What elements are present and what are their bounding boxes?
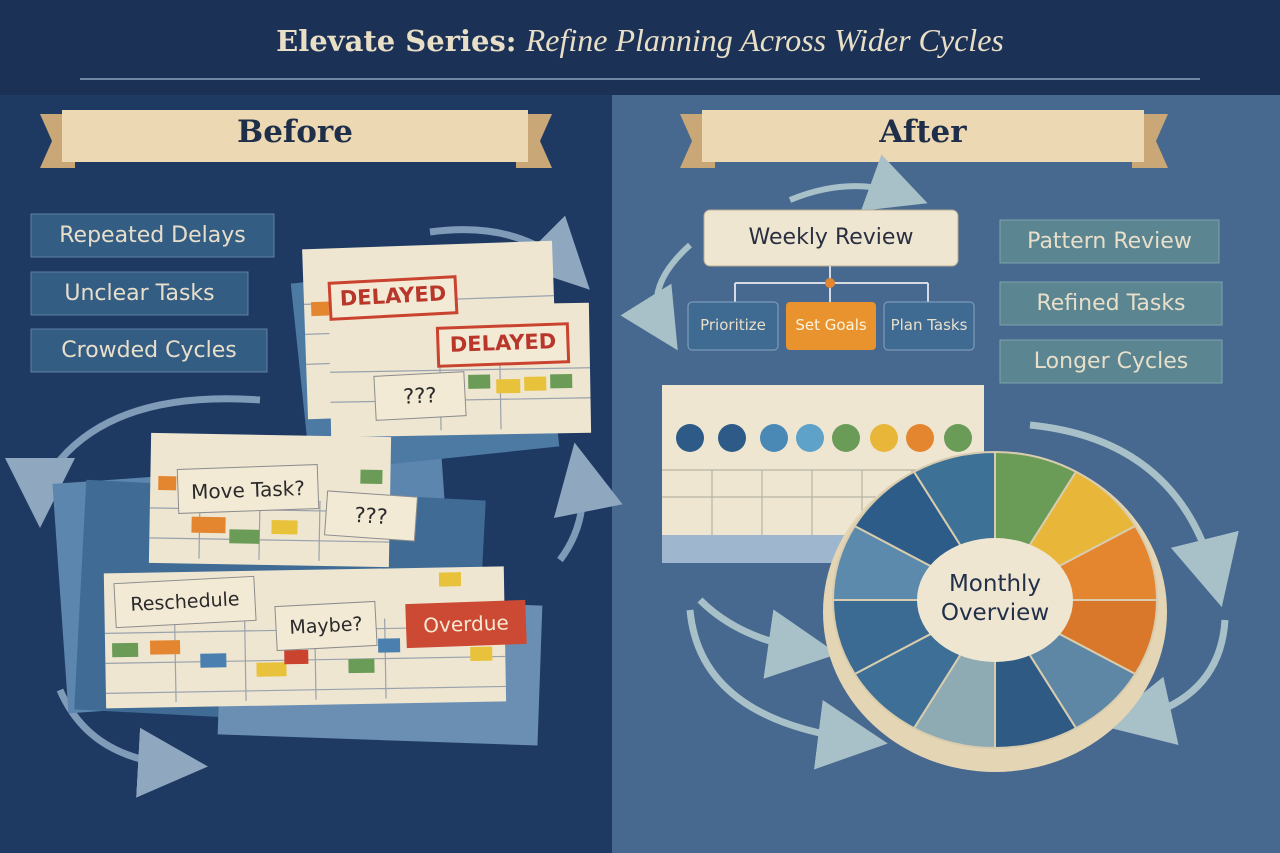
step-set-goals: Set Goals — [795, 316, 867, 334]
after-tag-3: Longer Cycles — [1033, 349, 1189, 374]
after-tag-1: Pattern Review — [1027, 229, 1192, 254]
title-italic: Refine Planning Across Wider Cycles — [525, 22, 1004, 58]
before-heading: Before — [237, 114, 353, 150]
arrow-weekly-left — [620, 242, 693, 351]
page-title: Elevate Series: Refine Planning Across W… — [0, 22, 1280, 59]
arrow-left-2 — [5, 395, 261, 528]
before-tag-2: Unclear Tasks — [64, 281, 215, 306]
tag-box-2 — [30, 271, 249, 316]
note-move-task: Move Task? — [190, 476, 306, 504]
arrow-right-1 — [1029, 421, 1239, 608]
tag-box-3 — [30, 328, 268, 373]
step-prioritize-box — [687, 301, 779, 351]
step-prioritize: Prioritize — [700, 316, 766, 334]
monthly-overview-line2: Overview — [940, 600, 1050, 626]
title-bold: Elevate Series: — [276, 24, 517, 58]
note-q2-bg — [324, 490, 418, 542]
note-resched-bg — [113, 575, 257, 629]
before-banner — [40, 110, 552, 168]
step-setgoals-box — [786, 302, 876, 350]
note-overdue: Overdue — [422, 610, 510, 638]
note-delayed-2: DELAYED — [449, 329, 557, 357]
arrow-right-2 — [1102, 619, 1229, 746]
arrow-left-1 — [429, 215, 590, 290]
tag-box-1 — [30, 213, 275, 258]
before-tag-1: Repeated Delays — [59, 223, 246, 248]
note-move-bg — [176, 464, 320, 514]
arrow-left-4 — [553, 442, 623, 563]
arrow-left-3 — [56, 688, 208, 798]
note-delayed-1-bg — [327, 275, 459, 321]
monthly-overview-line1: Monthly — [948, 571, 1042, 597]
step-plan-tasks: Plan Tasks — [890, 316, 968, 334]
arrow-weekly-top — [788, 154, 928, 211]
after-banner — [680, 110, 1168, 168]
after-tag-box-3 — [999, 339, 1223, 384]
step-plantasks-box — [883, 301, 975, 351]
monthly-overview-wheel — [823, 450, 1167, 772]
before-tag-3: Crowded Cycles — [61, 338, 237, 363]
note-maybe-bg — [274, 600, 378, 652]
monthly-overview-label: Monthly Overview — [917, 570, 1073, 628]
after-tag-2: Refined Tasks — [1036, 291, 1186, 316]
note-overdue-bg — [405, 599, 527, 649]
note-delayed-2-bg — [435, 322, 571, 368]
note-question-1: ??? — [402, 383, 438, 409]
after-heading: After — [879, 114, 967, 150]
weekly-review-label: Weekly Review — [748, 225, 914, 250]
note-q1-bg — [373, 371, 467, 421]
after-tag-box-1 — [999, 219, 1220, 264]
after-tag-box-2 — [999, 281, 1223, 326]
arrow-right-4 — [697, 597, 838, 679]
arrow-right-3 — [686, 609, 888, 770]
